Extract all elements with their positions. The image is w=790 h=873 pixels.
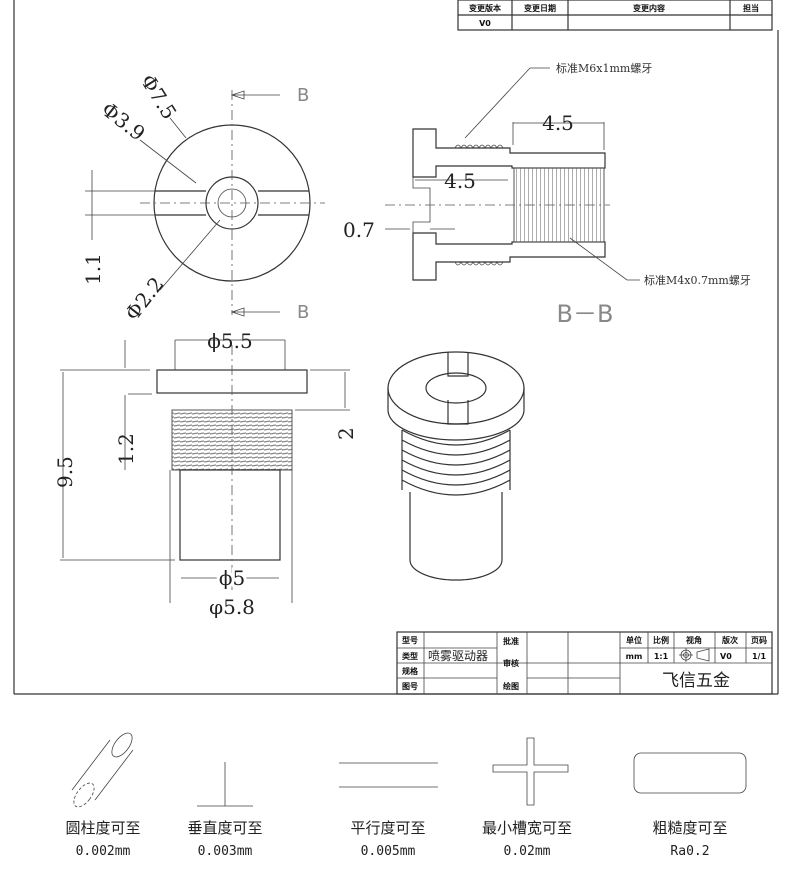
parallelism-icon (339, 762, 438, 788)
type-value: 喷雾驱动器 (428, 649, 488, 663)
section-marker-bottom: B (297, 302, 309, 323)
tol-label-roughness: 粗糙度可至 (652, 819, 727, 837)
meta-view-header: 视角 (686, 635, 702, 645)
tol-label-cylindricity: 圆柱度可至 (65, 819, 140, 837)
side-view: ϕ5.5 9.5 1.2 2 ϕ5 φ5.8 (53, 329, 358, 622)
roughness-icon (633, 752, 747, 794)
isometric-view (387, 351, 525, 581)
meta-scale-header: 比例 (653, 635, 669, 645)
dim-thread-offset: 2 (334, 427, 358, 440)
dim-slot-depth: 0.7 (343, 218, 375, 242)
tol-label-parallelism: 平行度可至 (350, 819, 425, 837)
tol-value-perpendicularity: 0.003mm (198, 844, 253, 859)
label-drawing-no: 图号 (402, 682, 418, 691)
dim-len-inner: 4.5 (444, 169, 476, 193)
section-marker-top: B (297, 85, 309, 106)
tol-value-slot: 0.02mm (504, 844, 551, 859)
tol-value-parallelism: 0.005mm (361, 844, 416, 859)
dim-outer-dia: Φ7.5 (136, 70, 182, 124)
dim-flange-thk: 1.2 (114, 433, 138, 465)
meta-rev-header: 版次 (721, 635, 738, 645)
drawing-frame (13, 0, 779, 695)
meta-rev: V0 (720, 652, 732, 661)
dim-len-outer: 4.5 (542, 111, 574, 135)
meta-scale: 1:1 (654, 652, 669, 661)
label-spec: 规格 (402, 666, 419, 676)
note-outer-thread: 标准M6x1mm螺牙 (556, 61, 652, 75)
tol-value-roughness: Ra0.2 (670, 844, 709, 859)
dim-mid-dia: Φ3.9 (97, 97, 150, 146)
meta-page: 1/1 (752, 652, 766, 661)
label-drafter: 绘图 (503, 681, 519, 691)
label-review: 审核 (503, 658, 519, 668)
rev-row-version: V0 (479, 19, 491, 28)
perpendicularity-icon (197, 762, 253, 807)
label-type: 类型 (402, 651, 418, 661)
cylindricity-icon (71, 732, 134, 808)
section-view: 4.5 4.5 0.7 标准M6x1mm螺牙 标准M4x0.7mm螺牙 B－B (343, 61, 751, 328)
label-approve: 批准 (503, 636, 519, 646)
dim-flange-dia: ϕ5.5 (207, 329, 252, 353)
rev-header-owner: 担当 (743, 3, 759, 13)
meta-unit: mm (626, 652, 643, 661)
dim-total-len: 9.5 (53, 456, 77, 488)
title-block: 型号 类型 规格 图号 喷雾驱动器 批准 审核 绘图 单位 比例 视角 版次 页… (396, 631, 773, 695)
rev-header-date: 变更日期 (524, 3, 556, 13)
dim-body-dia: ϕ5 (219, 566, 245, 590)
projection-symbol-icon (679, 648, 710, 662)
tol-value-cylindricity: 0.002mm (76, 844, 131, 859)
dim-hole-dia: Φ2.2 (120, 272, 169, 325)
tol-label-perpendicularity: 垂直度可至 (187, 819, 262, 837)
section-title: B－B (557, 300, 614, 328)
dim-cut-label: φ5.8 (209, 595, 255, 619)
rev-header-version: 变更版本 (469, 3, 501, 13)
front-view: B B Φ7.5 Φ3.9 Φ2.2 1.1 (81, 70, 325, 325)
label-model: 型号 (402, 635, 418, 645)
company-name: 飞信五金 (662, 671, 730, 691)
note-inner-thread: 标准M4x0.7mm螺牙 (644, 273, 751, 287)
tol-label-slot: 最小槽宽可至 (482, 819, 572, 837)
rev-header-content: 变更内容 (633, 3, 665, 13)
revision-table: 变更版本 变更日期 变更内容 担当 V0 (457, 0, 773, 31)
meta-unit-header: 单位 (626, 635, 642, 645)
tolerance-legend: 圆柱度可至 0.002mm 垂直度可至 0.003mm 平行度可至 0.005m… (65, 732, 747, 859)
meta-page-header: 页码 (751, 636, 767, 645)
dim-slot: 1.1 (81, 253, 105, 285)
cross-slot-icon (492, 737, 569, 806)
